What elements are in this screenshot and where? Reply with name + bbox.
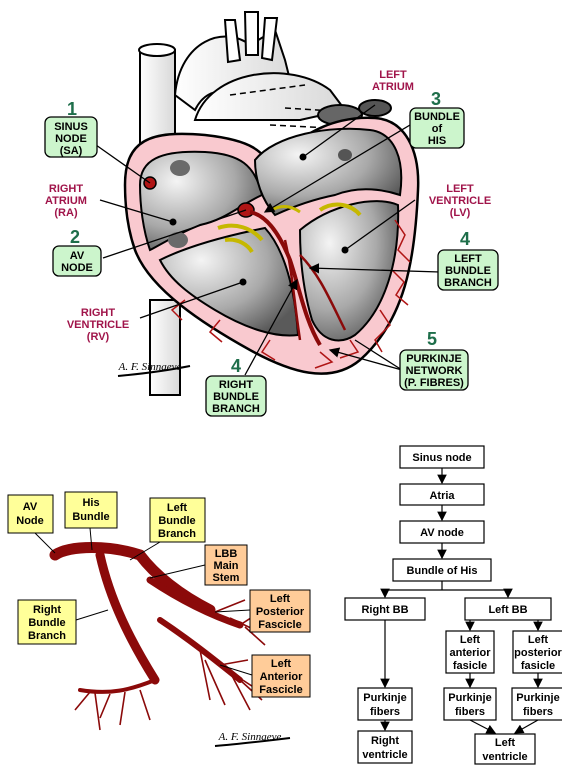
left-bundle-branch-label-3: BRANCH xyxy=(444,277,492,289)
left-posterior-fascicle-callout: Left Posterior Fascicle xyxy=(215,590,310,632)
left-posterior-fascicle-callout-1: Left xyxy=(270,593,291,605)
bundle-branch-illustration: AV Node His Bundle Left Bundle Branch Ri… xyxy=(8,492,310,746)
branches-signature: A. F. Sinnaeve xyxy=(218,731,282,743)
flow-left-posterior-1: Left xyxy=(528,634,549,646)
step-2-number: 2 xyxy=(70,227,80,247)
av-node-callout-1: AV xyxy=(23,501,38,513)
bundle-of-his-label-1: BUNDLE xyxy=(414,111,460,123)
flow-left-anterior-2: anterior xyxy=(450,647,492,659)
right-bundle-branch-callout-2: Bundle xyxy=(28,617,65,629)
flow-sinus-node: Sinus node xyxy=(412,452,471,464)
right-ventricle-label-3: (RV) xyxy=(87,331,110,343)
left-bundle-branch-callout-3: Branch xyxy=(158,528,196,540)
flow-purkinje-mid-1: Purkinje xyxy=(448,692,491,704)
left-atrium-label-2: ATRIUM xyxy=(372,81,414,93)
heart-signature: A. F. Sinnaeve xyxy=(118,361,182,373)
right-bundle-branch-callout: Right Bundle Branch xyxy=(18,600,108,644)
sinus-node-label-3: (SA) xyxy=(60,145,83,157)
flow-bundle-of-his: Bundle of His xyxy=(407,565,478,577)
flow-left-ventricle-2: ventricle xyxy=(482,751,527,763)
flow-right-bb: Right BB xyxy=(361,604,408,616)
right-atrium-label-2: ATRIUM xyxy=(45,195,87,207)
left-ventricle-label-2: VENTRICLE xyxy=(429,195,491,207)
right-ventricle-label-1: RIGHT xyxy=(81,307,116,319)
purkinje-network-label-2: NETWORK xyxy=(406,365,463,377)
left-bundle-branch-callout-1: Left xyxy=(167,502,188,514)
flow-left-anterior-1: Left xyxy=(460,634,481,646)
flow-purkinje-right-2: fibers xyxy=(370,706,400,718)
right-atrium-label-1: RIGHT xyxy=(49,183,84,195)
right-bundle-branch-label-1: RIGHT xyxy=(219,379,254,391)
right-bundle-branch-callout-3: Branch xyxy=(28,630,66,642)
left-anterior-fascicle-callout-1: Left xyxy=(271,658,292,670)
left-atrium-label-1: LEFT xyxy=(379,69,407,81)
his-bundle-callout-2: Bundle xyxy=(72,511,109,523)
his-bundle-callout-1: His xyxy=(82,497,99,509)
left-anterior-fascicle-callout-3: Fascicle xyxy=(259,684,302,696)
right-bundle-branch-label-3: BRANCH xyxy=(212,403,260,415)
flow-left-bb: Left BB xyxy=(488,604,527,616)
flow-left-posterior-3: fasicle xyxy=(521,660,555,672)
step-4-left-number: 4 xyxy=(460,229,470,249)
step-1-number: 1 xyxy=(67,99,77,119)
left-posterior-fascicle-callout-2: Posterior xyxy=(256,606,305,618)
sinus-node-label-2: NODE xyxy=(55,133,87,145)
flow-purkinje-far-1: Purkinje xyxy=(516,692,559,704)
bundle-of-his-label-2: of xyxy=(432,123,443,135)
flow-right-ventricle-1: Right xyxy=(371,735,399,747)
step-5-number: 5 xyxy=(427,329,437,349)
flow-av-node: AV node xyxy=(420,527,464,539)
left-bundle-branch-label-1: LEFT xyxy=(454,253,482,265)
lbb-main-stem-callout-3: Stem xyxy=(213,572,240,584)
step-4-right-number: 4 xyxy=(231,356,241,376)
step-3-number: 3 xyxy=(431,89,441,109)
purkinje-network-label-3: (P. FIBRES) xyxy=(404,377,464,389)
left-posterior-fascicle-callout-3: Fascicle xyxy=(258,619,301,631)
av-node-callout-2: Node xyxy=(16,515,44,527)
flow-right-ventricle-2: ventricle xyxy=(362,749,407,761)
flow-left-posterior-2: posterior xyxy=(514,647,562,659)
right-bundle-branch-label-2: BUNDLE xyxy=(213,391,259,403)
purkinje-network-label-1: PURKINJE xyxy=(406,353,462,365)
av-node-callout: AV Node xyxy=(8,495,55,553)
left-ventricle-label-1: LEFT xyxy=(446,183,474,195)
lbb-main-stem-callout-1: LBB xyxy=(215,548,238,560)
sinus-node-label-1: SINUS xyxy=(54,121,88,133)
av-node-label-2: NODE xyxy=(61,262,93,274)
flow-left-anterior-3: fasicle xyxy=(453,660,487,672)
flow-purkinje-far-2: fibers xyxy=(523,706,553,718)
left-ventricle-label-3: (LV) xyxy=(450,207,471,219)
his-bundle-callout: His Bundle xyxy=(65,492,117,550)
right-atrium-label-3: (RA) xyxy=(54,207,78,219)
conduction-flowchart: Sinus node Atria AV node Bundle of His R… xyxy=(345,446,562,764)
flow-left-ventricle-1: Left xyxy=(495,737,516,749)
left-bundle-branch-callout-2: Bundle xyxy=(158,515,195,527)
flow-atria: Atria xyxy=(429,490,455,502)
flow-purkinje-mid-2: fibers xyxy=(455,706,485,718)
heart-illustration: 1 SINUS NODE (SA) 2 AV NODE 3 BUNDLE of … xyxy=(45,12,498,416)
fine-branches xyxy=(75,600,265,730)
right-bundle-branch-callout-1: Right xyxy=(33,604,61,616)
left-bundle-branch-label-2: BUNDLE xyxy=(445,265,491,277)
av-node-label-1: AV xyxy=(70,250,85,262)
bundle-of-his-label-3: HIS xyxy=(428,135,446,147)
left-anterior-fascicle-callout-2: Anterior xyxy=(260,671,304,683)
lbb-main-stem-callout-2: Main xyxy=(213,560,238,572)
flow-purkinje-right-1: Purkinje xyxy=(363,692,406,704)
right-ventricle-label-2: VENTRICLE xyxy=(67,319,129,331)
